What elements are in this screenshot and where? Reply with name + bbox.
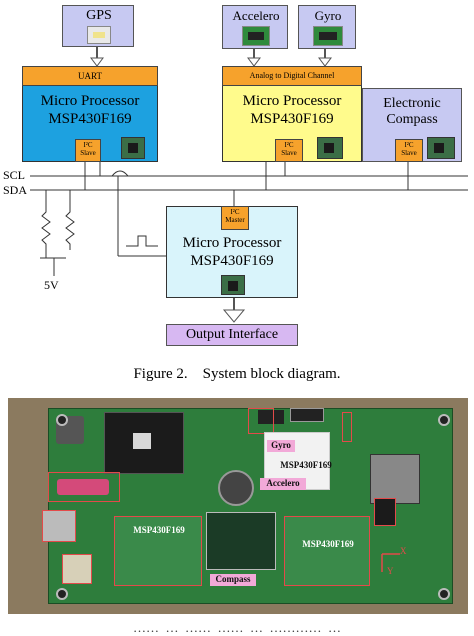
master-title-2: MSP430F169 [190, 253, 274, 269]
mcu-top-photo-label: MSP430F169 [280, 460, 332, 470]
mp1-title-2: MSP430F169 [48, 111, 132, 127]
micro-processor-1: UART Micro Processor MSP430F169 I²C Slav… [22, 66, 158, 162]
mounting-hole [438, 414, 450, 426]
gps-arrow [90, 57, 104, 67]
gyro-box: Gyro [298, 5, 356, 49]
slave-port-1-line1: I²C [83, 141, 93, 149]
slave-port-1-line2: Slave [80, 149, 96, 157]
resistor-2 [65, 190, 75, 250]
slave-port-2-line2: Slave [281, 149, 297, 157]
master-board-icon [221, 275, 245, 295]
i2c-slave-port-2: I²C Slave [275, 139, 303, 162]
board-photo: Gyro MSP430F169 Accelero MSP430F169 Comp… [8, 398, 468, 614]
mp2-title-2: MSP430F169 [250, 111, 334, 127]
uart-module-image [57, 479, 109, 495]
electronic-compass-box: Electronic Compass I²C Slave [362, 88, 462, 162]
slave-port-3-line2: Slave [401, 149, 417, 157]
micro-processor-master: I²C Master Micro Processor MSP430F169 [166, 206, 298, 298]
axis-y-label: Y [387, 566, 394, 576]
mounting-hole [56, 414, 68, 426]
voltage-label: 5V [44, 278, 59, 292]
axis-x-label: X [400, 546, 407, 556]
highlight-box-top [248, 408, 274, 434]
i2c-slave-port-3: I²C Slave [395, 139, 423, 162]
gyro-chip-icon [313, 26, 343, 46]
gps-chip-icon [87, 26, 111, 44]
gyro-label: Gyro [314, 8, 342, 23]
mcu-right-area: MSP430F169 [284, 516, 370, 586]
master-title-1: Micro Processor [182, 235, 282, 251]
scl-label: SCL [3, 168, 26, 182]
highlight-box-right [374, 498, 396, 526]
compass-module-image [206, 512, 276, 570]
mounting-hole [56, 588, 68, 600]
master-port-line1: I²C [230, 208, 240, 216]
mp2-board-icon [317, 137, 343, 159]
bus-hop [111, 170, 129, 177]
mcu-left-photo-label: MSP430F169 [133, 525, 185, 535]
slave-port-2-line1: I²C [284, 141, 294, 149]
gps-label: GPS [86, 8, 112, 23]
gps-box: GPS [62, 5, 134, 47]
mcu-right-photo-label: MSP430F169 [302, 539, 354, 549]
accelero-component [218, 470, 254, 506]
mp1-title-1: Micro Processor [40, 93, 140, 109]
master-port-line2: Master [225, 216, 245, 224]
highlight-box-top-right [342, 412, 352, 442]
uart-header: UART [22, 66, 158, 86]
compass-title-2: Compass [386, 112, 438, 127]
heatsink-sticker [133, 433, 151, 449]
mp2-title-1: Micro Processor [242, 93, 342, 109]
mp1-board-icon [121, 137, 145, 159]
accelero-label: Accelero [232, 8, 280, 23]
output-interface-box: Output Interface [166, 324, 298, 346]
compass-title-1: Electronic [383, 96, 441, 111]
highlight-box-left [48, 472, 120, 502]
accelero-chip-icon [242, 26, 270, 46]
i2c-slave-port-1: I²C Slave [75, 139, 101, 162]
mounting-hole [438, 588, 450, 600]
sda-label: SDA [3, 183, 28, 197]
output-arrow [222, 309, 246, 323]
gps-antenna-image [62, 554, 92, 584]
compass-photo-label: Compass [210, 574, 256, 586]
gyro-arrow [318, 57, 332, 67]
slave-port-3-line1: I²C [404, 141, 414, 149]
cropped-caption-fragment: …… … …… …… … ………… … [133, 620, 341, 635]
i2c-master-port: I²C Master [221, 206, 249, 230]
db9-connector-image [370, 454, 420, 504]
chip-component [258, 410, 284, 424]
accel-arrow [247, 57, 261, 67]
axis-symbol [381, 553, 400, 572]
accelero-photo-label: Accelero [260, 478, 306, 490]
compass-board-icon [427, 137, 455, 159]
mcu-left-area: MSP430F169 [114, 516, 202, 586]
resistor-1 [41, 190, 51, 258]
adc-header: Analog to Digital Channel [222, 66, 362, 86]
micro-processor-2: Analog to Digital Channel Micro Processo… [222, 66, 362, 162]
connection-lines [30, 40, 468, 323]
gyro-photo-label: Gyro [267, 440, 295, 452]
pulse-symbol [126, 235, 158, 247]
header-component [290, 408, 324, 422]
gps-module-image [42, 510, 76, 542]
figure-caption: Figure 2. System block diagram. [133, 366, 341, 382]
heatsink-image [104, 412, 184, 474]
accelero-box: Accelero [222, 5, 288, 49]
